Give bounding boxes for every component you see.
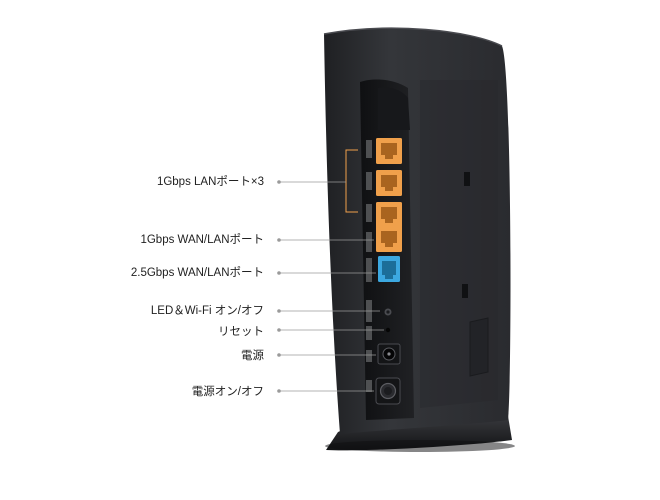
wall-mount-slot-bottom <box>462 284 468 298</box>
callout-power-switch: 電源オン/オフ <box>191 386 264 398</box>
leader-wan-lan-1g-dot <box>277 238 281 242</box>
leader-reset-dot <box>277 328 281 332</box>
callout-wan-lan-1g: 1Gbps WAN/LANポート <box>140 234 264 246</box>
leader-power-switch-dot <box>277 389 281 393</box>
wan-lan-1g-port <box>376 226 402 252</box>
leader-lines <box>277 180 384 393</box>
lan-port-1 <box>376 202 402 228</box>
callout-lan-ports: 1Gbps LANポート×3 <box>156 176 264 188</box>
lan-port-3 <box>376 138 402 164</box>
wan-lan-2-5g-port <box>378 256 400 282</box>
power-switch <box>375 377 401 405</box>
leader-power-dot <box>277 353 281 357</box>
leader-wan-lan-2-5g-dot <box>277 271 281 275</box>
power-jack <box>377 343 401 365</box>
router-body <box>323 27 511 434</box>
wall-mount-slot-top <box>464 172 470 186</box>
leader-led-wifi-dot <box>277 309 281 313</box>
lan-port-2 <box>376 170 402 196</box>
led-wifi-button <box>384 308 392 316</box>
lan-group-bracket <box>345 149 358 213</box>
callout-wan-lan-2-5g: 2.5Gbps WAN/LANポート <box>130 267 264 279</box>
port-label-strip <box>366 140 372 392</box>
leader-lan-ports-dot <box>277 180 281 184</box>
callout-led-wifi: LED＆Wi-Fi オン/オフ <box>150 305 264 317</box>
lan-ports <box>376 138 402 252</box>
reset-hole <box>385 327 391 333</box>
callout-reset: リセット <box>218 326 264 338</box>
callout-power: 電源 <box>241 350 264 362</box>
